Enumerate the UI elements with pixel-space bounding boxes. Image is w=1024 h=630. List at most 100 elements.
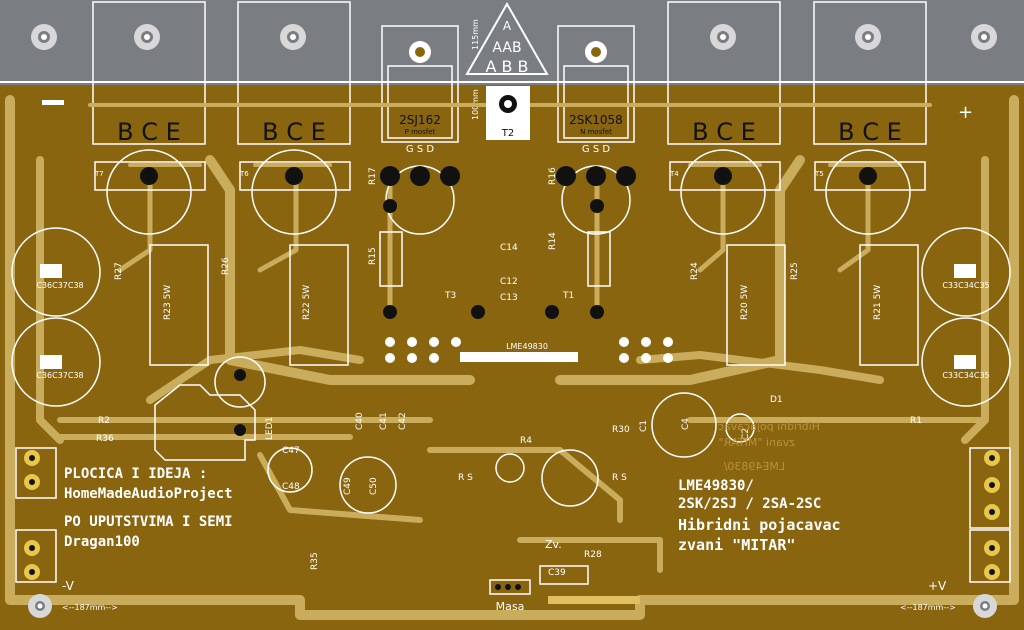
transistor-label-1: B C E (117, 118, 181, 146)
cap-bank-left-1: C36C37C38 (11, 227, 101, 317)
info-right-line1: LME49830/ (678, 478, 754, 494)
svg-text:C14: C14 (500, 243, 518, 253)
driver-t5: T5 (814, 149, 926, 235)
svg-text:C36C37C38: C36C37C38 (36, 371, 83, 380)
connector-left (15, 447, 57, 583)
svg-text:R17: R17 (368, 167, 378, 185)
svg-text:LED1: LED1 (265, 417, 275, 440)
mount-hole-top-4 (710, 24, 736, 50)
svg-text:T1: T1 (562, 291, 574, 301)
svg-text:R25: R25 (790, 262, 800, 280)
mosfet-left: 2SJ162 P mosfet G S D (381, 25, 459, 155)
plus-v-label: +V (928, 579, 947, 593)
minus-v-label: -V (62, 579, 75, 593)
power-resistor-r20: R20 5W (726, 244, 786, 366)
mount-hole-top-right (971, 24, 997, 50)
svg-text:C39: C39 (548, 568, 566, 578)
mount-hole-top-2 (134, 24, 160, 50)
svg-text:T4: T4 (669, 170, 679, 178)
t2-package: T2 (486, 86, 530, 140)
zv-label: Zv. (545, 538, 562, 551)
svg-text:Hibridni pojacavac: Hibridni pojacavac (718, 420, 820, 433)
transistor-label-2: B C E (262, 118, 326, 146)
cap-bank-left-2: C36C37C38 (11, 317, 101, 407)
svg-text:LME49830: LME49830 (506, 342, 548, 351)
info-right-line2: 2SK/2SJ / 2SA-2SC (678, 496, 821, 512)
svg-text:C50: C50 (369, 477, 379, 495)
svg-text:T3: T3 (444, 291, 456, 301)
dim-left: <--187mm--> (62, 603, 118, 612)
dim-right: <--187mm--> (900, 603, 956, 612)
power-resistor-r23: R23 5W (149, 244, 209, 366)
svg-text:R4: R4 (520, 436, 532, 446)
minus-marker (42, 100, 64, 105)
svg-text:C40: C40 (355, 412, 365, 430)
svg-text:R15: R15 (368, 247, 378, 265)
mosfet-right-name: 2SK1058 (569, 113, 623, 127)
svg-text:R23 5W: R23 5W (163, 285, 173, 320)
plus-marker: + (958, 102, 973, 123)
svg-text:A: A (503, 19, 512, 33)
svg-text:T5: T5 (814, 170, 824, 178)
mount-hole-top-5 (855, 24, 881, 50)
svg-text:R20 5W: R20 5W (740, 285, 750, 320)
svg-text:LME49830/: LME49830/ (723, 460, 785, 473)
svg-text:R1: R1 (910, 416, 922, 426)
svg-text:Masa: Masa (496, 600, 525, 613)
bottom-bar (548, 596, 640, 604)
info-right-line4: zvani "MITAR" (678, 536, 795, 554)
svg-text:C49: C49 (343, 477, 353, 495)
svg-text:R24: R24 (690, 262, 700, 280)
svg-text:A B B: A B B (485, 57, 528, 76)
svg-text:C13: C13 (500, 293, 518, 303)
svg-text:C4: C4 (681, 418, 691, 430)
mosfet-right-pins: G S D (582, 144, 610, 155)
svg-text:T7: T7 (94, 170, 104, 178)
svg-text:R26: R26 (221, 257, 231, 275)
svg-text:R S: R S (612, 473, 627, 483)
svg-text:C48: C48 (282, 482, 300, 492)
mount-hole-bottom-left (28, 594, 52, 618)
mosfet-left-sub: P mosfet (405, 128, 436, 136)
svg-text:C2: C2 (741, 428, 751, 440)
svg-text:D1: D1 (770, 395, 783, 405)
svg-text:T6: T6 (239, 170, 249, 178)
svg-text:R16: R16 (548, 167, 558, 185)
svg-text:R36: R36 (96, 434, 114, 444)
transistor-label-4: B C E (838, 118, 902, 146)
mount-hole-top-3 (280, 24, 306, 50)
cap-bank-right-2: C33C34C35 (921, 317, 1011, 407)
svg-text:R14: R14 (548, 232, 558, 250)
svg-text:C42: C42 (398, 412, 408, 430)
driver-t4: T4 (669, 149, 781, 235)
mosfet-left-name: 2SJ162 (399, 113, 441, 127)
svg-text:C41: C41 (379, 412, 389, 430)
svg-text:R21 5W: R21 5W (873, 285, 883, 320)
svg-text:T2: T2 (501, 128, 514, 139)
info-left-line4: Dragan100 (64, 534, 140, 550)
svg-text:R30: R30 (612, 425, 630, 435)
mosfet-left-pins: G S D (406, 144, 434, 155)
svg-text:C1: C1 (639, 420, 649, 432)
transistor-label-3: B C E (692, 118, 756, 146)
svg-text:R35: R35 (310, 552, 320, 570)
svg-text:C36C37C38: C36C37C38 (36, 281, 83, 290)
mount-hole-bottom-right (973, 594, 997, 618)
chip-lme49830: LME49830 (460, 342, 578, 362)
info-left-line3: PO UPUTSTVIMA I SEMI (64, 514, 233, 530)
svg-text:115mm: 115mm (471, 19, 480, 50)
svg-text:C33C34C35: C33C34C35 (942, 371, 989, 380)
driver-t7: T7 (94, 149, 206, 235)
info-right: LME49830/ 2SK/2SJ / 2SA-2SC Hibridni poj… (678, 478, 841, 554)
info-right-line3: Hibridni pojacavac (678, 516, 841, 534)
chip-pad-grid (385, 337, 673, 363)
info-left-line2: HomeMadeAudioProject (64, 486, 233, 502)
connector-right (969, 447, 1011, 583)
svg-text:C47: C47 (282, 446, 300, 456)
mosfet-right-sub: N mosfet (580, 128, 612, 136)
svg-text:R2: R2 (98, 416, 110, 426)
power-resistor-r22: R22 5W (289, 244, 349, 366)
mosfet-right: 2SK1058 N mosfet G S D (557, 25, 635, 155)
svg-text:C12: C12 (500, 277, 518, 287)
